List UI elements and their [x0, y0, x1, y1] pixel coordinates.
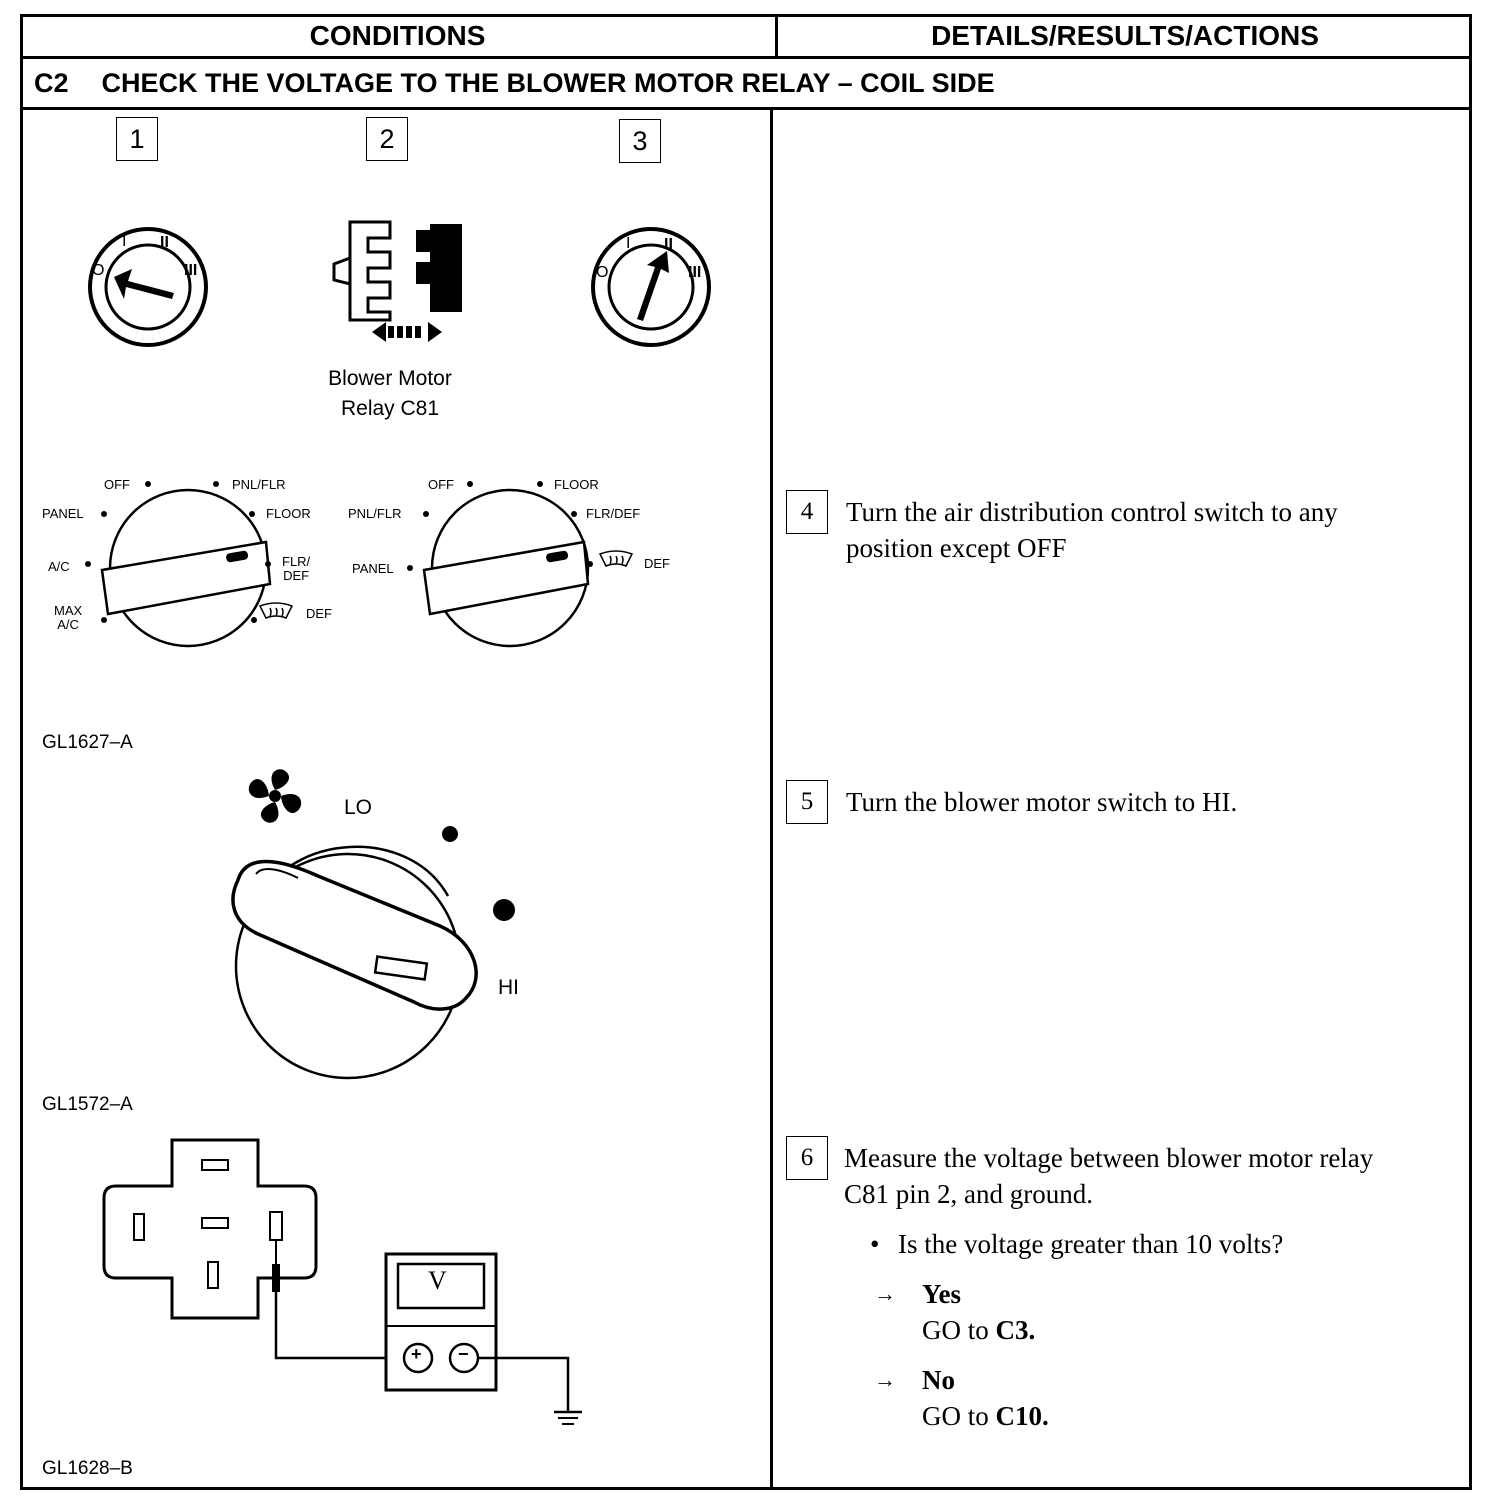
dial-a-max-ac: MAX A/C [54, 604, 82, 632]
no-goto-prefix: GO to [922, 1401, 996, 1431]
blower-lo-label: LO [344, 796, 373, 819]
ign1-mark-1: I [122, 233, 127, 250]
dial-a-panel: PANEL [42, 506, 84, 521]
blower-hi-label: HI [498, 976, 519, 999]
action-6-bullet: • [870, 1229, 880, 1259]
ignition-switch-run-icon [591, 227, 711, 347]
action-6-line2: C81 pin 2, and ground. [844, 1179, 1093, 1209]
ign3-mark-3: III [688, 264, 702, 281]
dial-a-def: DEF [306, 606, 332, 621]
dial-a-ac: A/C [48, 559, 70, 574]
meter-minus-label: − [458, 1344, 469, 1364]
defrost-icon-b [598, 550, 634, 567]
relay-caption-line2: Relay C81 [340, 397, 440, 420]
action-4-number: 4 [786, 490, 828, 534]
header-column-divider [775, 14, 778, 58]
dial-b-flr-def: FLR/DEF [586, 506, 641, 521]
yes-arrow: → [874, 1281, 896, 1306]
action-4-line1: Turn the air distribution control switch… [846, 497, 1338, 527]
air-distribution-dial-a [85, 481, 272, 648]
figure-box-3: 3 [619, 119, 661, 163]
dial-a-max-ac-2: A/C [57, 617, 79, 632]
ign3-mark-1: I [626, 235, 631, 252]
ign1-mark-3: III [184, 262, 198, 279]
table-frame [20, 14, 1472, 1490]
ign3-mark-0: O [596, 264, 609, 281]
title-divider [20, 107, 1472, 110]
yes-goto-target[interactable]: C3. [995, 1315, 1036, 1345]
no-label: No [922, 1365, 955, 1395]
dial-a-off: OFF [104, 477, 130, 492]
dial-b-panel: PANEL [352, 561, 394, 576]
dial-b-def: DEF [644, 556, 670, 571]
no-goto: GO to C10. [922, 1398, 1049, 1434]
figure-3-id: GL1628–B [42, 1458, 133, 1479]
action-4-line2: position except OFF [846, 533, 1067, 563]
blower-switch-knob [231, 826, 515, 1080]
defrost-icon-a [258, 602, 294, 619]
relay-icon [332, 220, 462, 342]
dial-a-max-ac-1: MAX [54, 603, 83, 618]
dial-a-floor: FLOOR [266, 506, 311, 521]
conditions-header: CONDITIONS [309, 20, 486, 51]
relay-caption-line1: Blower Motor [328, 367, 452, 390]
no-goto-target[interactable]: C10. [995, 1401, 1049, 1431]
ign3-mark-2: II [664, 236, 673, 253]
action-5-number: 5 [786, 780, 828, 824]
figure-1-id: GL1627–A [42, 732, 133, 753]
meter-display-label: V [428, 1266, 447, 1295]
dial-b-floor: FLOOR [554, 477, 599, 492]
dial-a-pnl-flr: PNL/FLR [232, 477, 286, 492]
ignition-switch-off-icon [88, 227, 208, 347]
action-5-text: Turn the blower motor switch to HI. [846, 787, 1238, 817]
action-6-question: Is the voltage greater than 10 volts? [898, 1229, 1284, 1259]
air-distribution-dial-b [407, 481, 593, 648]
dial-b-pnl-flr: PNL/FLR [348, 506, 402, 521]
relay-caption: Blower Motor Relay C81 [290, 364, 490, 424]
step-title: C2 CHECK THE VOLTAGE TO THE BLOWER MOTOR… [34, 60, 995, 106]
ign1-mark-0: O [92, 262, 105, 279]
relay-connector-diagram [102, 1138, 582, 1425]
ign1-mark-2: II [160, 234, 169, 251]
no-arrow: → [874, 1367, 896, 1392]
details-header: DETAILS/RESULTS/ACTIONS [931, 20, 1319, 51]
yes-goto-prefix: GO to [922, 1315, 996, 1345]
meter-plus-label: + [411, 1344, 422, 1364]
action-6-line1: Measure the voltage between blower motor… [844, 1143, 1374, 1173]
figure-2-id: GL1572–A [42, 1094, 133, 1115]
dial-a-flr-def: FLR/ DEF [282, 555, 310, 583]
body-column-divider [770, 108, 773, 1490]
step-title-text: CHECK THE VOLTAGE TO THE BLOWER MOTOR RE… [101, 68, 995, 98]
yes-goto: GO to C3. [922, 1312, 1035, 1348]
dial-a-flr-def-2: DEF [283, 568, 310, 583]
header-divider [20, 56, 1472, 59]
figure-box-1: 1 [116, 117, 158, 161]
action-6-number: 6 [786, 1136, 828, 1180]
dial-b-off: OFF [428, 477, 454, 492]
dial-a-flr-def-1: FLR/ [282, 554, 311, 569]
yes-label: Yes [922, 1279, 961, 1309]
action-6-text: Measure the voltage between blower motor… [844, 1140, 1456, 1212]
fan-icon [248, 769, 302, 823]
action-4-text: Turn the air distribution control switch… [846, 494, 1456, 566]
figure-box-2: 2 [366, 117, 408, 161]
step-code: C2 [34, 68, 69, 98]
